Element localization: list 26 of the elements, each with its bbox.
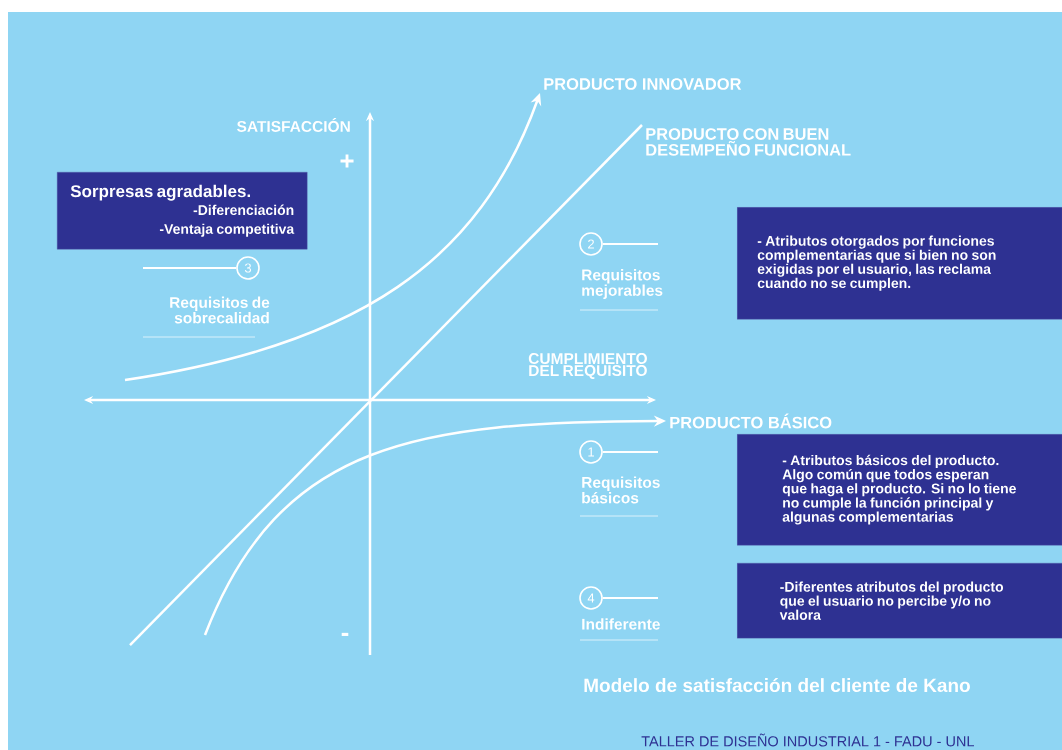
curve-label: PRODUCTO CON BUEN DESEMPEÑO FUNCIONAL xyxy=(646,128,851,156)
line xyxy=(129,124,643,646)
requirement-label: Requisitos básicos xyxy=(582,476,660,504)
info-box: Sorpresas agradables. -Diferenciación -Ventaja competitiva xyxy=(57,172,308,250)
info-box: - Atributos otorgados por funciones complementarias que si bien no son exigidas por el usuario, las reclama cuando no se cumplen. xyxy=(737,207,1062,320)
requirement-label: Indiferente xyxy=(582,618,660,630)
callout-number: 1 xyxy=(579,440,603,464)
leader-line xyxy=(601,451,659,453)
leader-line xyxy=(142,267,238,269)
footer-text: TALLER DE DISEÑO INDUSTRIAL 1 - FADU - UNL xyxy=(641,733,974,747)
axis-label: SATISFACCIÓN xyxy=(237,118,350,132)
callout-number: 2 xyxy=(579,232,603,256)
curve-label: PRODUCTO INNOVADOR xyxy=(544,78,742,90)
requirement-label: Requisitos de sobrecalidad xyxy=(170,296,270,324)
caption: Modelo de satisfacción del cliente de Kano xyxy=(584,677,970,693)
curve-label: PRODUCTO BÁSICO xyxy=(670,413,832,429)
axis-label: CUMPLIMIENTO DEL REQUISITO xyxy=(528,353,647,379)
plus-sign: + xyxy=(340,154,354,168)
leader-line xyxy=(601,243,659,245)
info-box: - Atributos básicos del producto. Algo común que todos esperan que haga el producto. Si no lo tiene no cumple la función principal y algunas complementarias xyxy=(737,434,1062,546)
callout-number: 4 xyxy=(579,586,603,610)
info-box: -Diferentes atributos del producto que el usuario no percibe y/o no valora xyxy=(737,563,1062,639)
callout-number: 3 xyxy=(236,256,260,280)
leader-line xyxy=(601,597,659,599)
minus-sign: - xyxy=(341,632,349,636)
requirement-label: Requisitos mejorables xyxy=(582,269,663,299)
